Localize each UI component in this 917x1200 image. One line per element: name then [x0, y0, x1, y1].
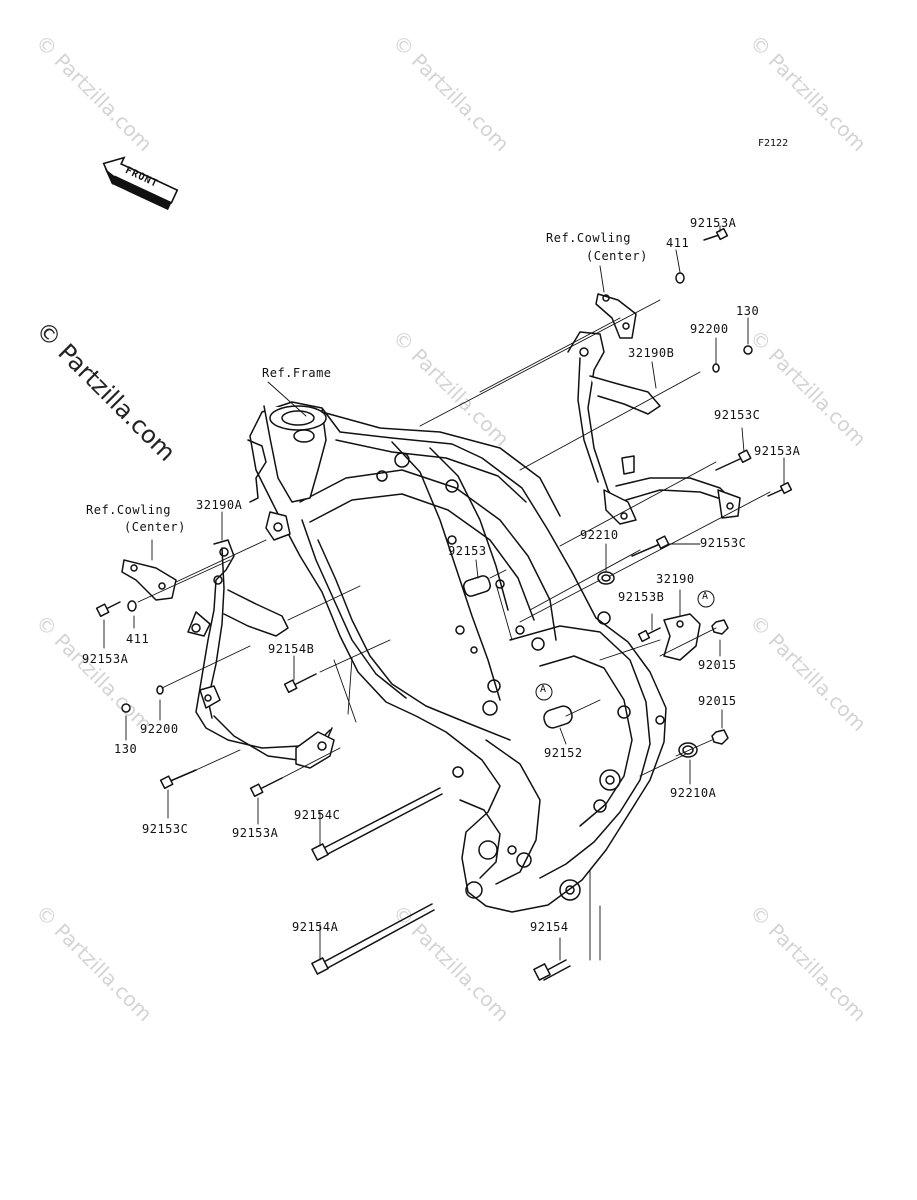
ref-frame-label: Ref.Frame: [262, 366, 332, 380]
part-label: 92153A: [754, 444, 801, 458]
part-label: 92154: [530, 920, 569, 934]
callout-a: A: [702, 591, 709, 602]
part-label: 92153: [448, 544, 487, 558]
callout-a: A: [540, 684, 547, 695]
part-label: 92153C: [714, 408, 761, 422]
part-label: 92015: [698, 658, 737, 672]
ref-cowling-left: Ref.Cowling: [86, 503, 171, 517]
part-label: 411: [666, 236, 690, 250]
part-label: 130: [114, 742, 138, 756]
main-frame: [249, 401, 667, 913]
part-label: 92153A: [82, 652, 129, 666]
right-cowling-bracket: [595, 293, 637, 339]
ref-cowling-right: Ref.Cowling: [546, 231, 631, 245]
part-label: 32190B: [628, 346, 675, 360]
part-label: 92154B: [268, 642, 315, 656]
part-label: 92152: [544, 746, 583, 760]
front-arrow-icon: FRONT: [94, 150, 184, 211]
ref-cowling-right-sub: (Center): [586, 249, 648, 263]
part-label: 92210: [580, 528, 619, 542]
part-label: 92154C: [294, 808, 341, 822]
figure-code: F2122: [758, 138, 789, 149]
part-label: 92210A: [670, 786, 717, 800]
part-label: 411: [126, 632, 150, 646]
part-label: 32190: [656, 572, 695, 586]
part-label: 92153B: [618, 590, 665, 604]
part-label: 92200: [140, 722, 179, 736]
part-label: 32190A: [196, 498, 243, 512]
part-label: 92153C: [700, 536, 747, 550]
part-label: 92200: [690, 322, 729, 336]
part-label: 92153A: [690, 216, 737, 230]
ref-cowling-left-sub: (Center): [124, 520, 186, 534]
part-label: 130: [736, 304, 760, 318]
part-label: 92153A: [232, 826, 279, 840]
left-cowling-bracket: [121, 559, 177, 601]
part-label: 92015: [698, 694, 737, 708]
part-label: 92154A: [292, 920, 339, 934]
part-label: 92153C: [142, 822, 189, 836]
